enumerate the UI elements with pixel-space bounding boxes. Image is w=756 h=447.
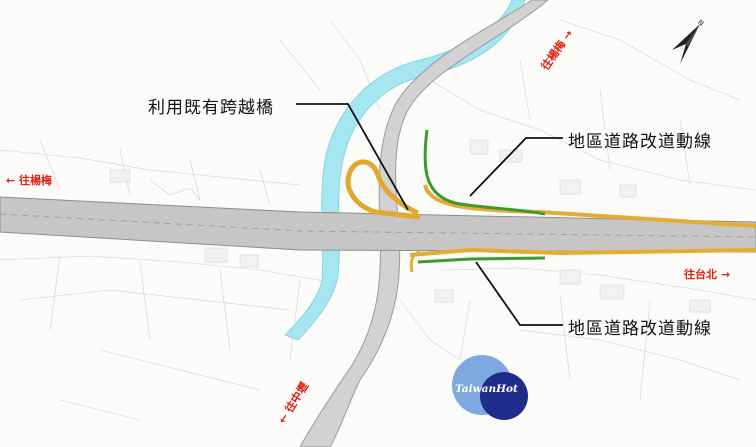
building-blocks [109, 139, 711, 313]
local-road-upper [423, 129, 546, 216]
destination-taipei: 往台北 → [684, 268, 731, 281]
lower-slip-ramp [409, 247, 756, 257]
north-arrow-icon [672, 24, 700, 64]
upper-callout-line [469, 137, 563, 197]
lower-callout-line [475, 261, 563, 326]
main-highway [0, 196, 756, 253]
local-road-lower [417, 256, 546, 264]
loop-ramp [345, 159, 421, 220]
highway-centerline [0, 213, 756, 238]
river [284, 0, 526, 341]
local-road-lower-label: 地區道路改道動線 [568, 319, 712, 339]
existing-bridge-label: 利用既有跨越橋 [148, 98, 274, 118]
local-road-upper-label: 地區道路改道動線 [568, 132, 712, 152]
bridge-callout-line [296, 103, 409, 211]
watermark-logo-text: TaiwanHot [455, 383, 518, 395]
cadastral-background [0, 19, 756, 421]
lower-ramp-curve [409, 250, 421, 273]
destination-yangmei-west: ← 往楊梅 [6, 174, 53, 187]
watermark-circle-dark [480, 372, 528, 420]
